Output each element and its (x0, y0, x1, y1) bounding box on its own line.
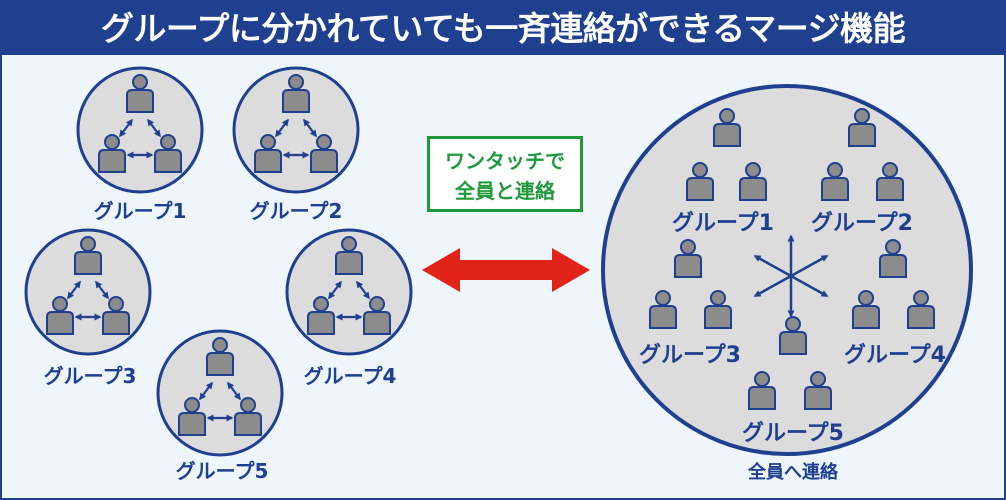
link-arrow (147, 118, 161, 138)
group-label-1: グループ1 (94, 199, 187, 223)
group-label-2: グループ2 (250, 199, 343, 223)
merged-group-label-5: グループ5 (742, 420, 844, 446)
link-arrow (199, 381, 213, 401)
group-circle-2 (232, 66, 360, 194)
merged-caption: 全員へ連絡 (747, 461, 839, 483)
link-arrow (67, 280, 81, 300)
merged-group-label-2: グループ2 (811, 210, 913, 236)
merge-double-arrow (422, 248, 590, 292)
broadcast-arrows (753, 234, 829, 318)
group-circle-4 (285, 228, 413, 356)
callout-line-1: ワンタッチで (445, 149, 565, 173)
merged-group-label-3: グループ3 (639, 342, 741, 368)
merged-circle (601, 84, 973, 456)
group-circles (24, 66, 413, 457)
one-touch-callout: ワンタッチで 全員と連絡 (427, 136, 583, 212)
group-label-4: グループ4 (304, 364, 397, 388)
link-arrow (303, 118, 317, 138)
link-arrow (227, 381, 241, 401)
link-arrow (328, 280, 342, 300)
page-title: グループに分かれていても一斉連絡ができるマージ機能 (100, 9, 906, 48)
group-circle-1 (76, 66, 204, 194)
group-label-3: グループ3 (44, 364, 137, 388)
title-bar: グループに分かれていても一斉連絡ができるマージ機能 (2, 2, 1004, 55)
group-label-5: グループ5 (176, 459, 269, 483)
group-circle-5 (156, 329, 284, 457)
link-arrow (356, 280, 370, 300)
link-arrow (95, 280, 109, 300)
link-arrow (119, 118, 133, 138)
merged-group-label-4: グループ4 (844, 342, 946, 368)
group-circle-3 (24, 228, 152, 356)
callout-line-2: 全員と連絡 (455, 179, 555, 203)
merged-group-label-1: グループ1 (672, 210, 774, 236)
link-arrow (275, 118, 289, 138)
